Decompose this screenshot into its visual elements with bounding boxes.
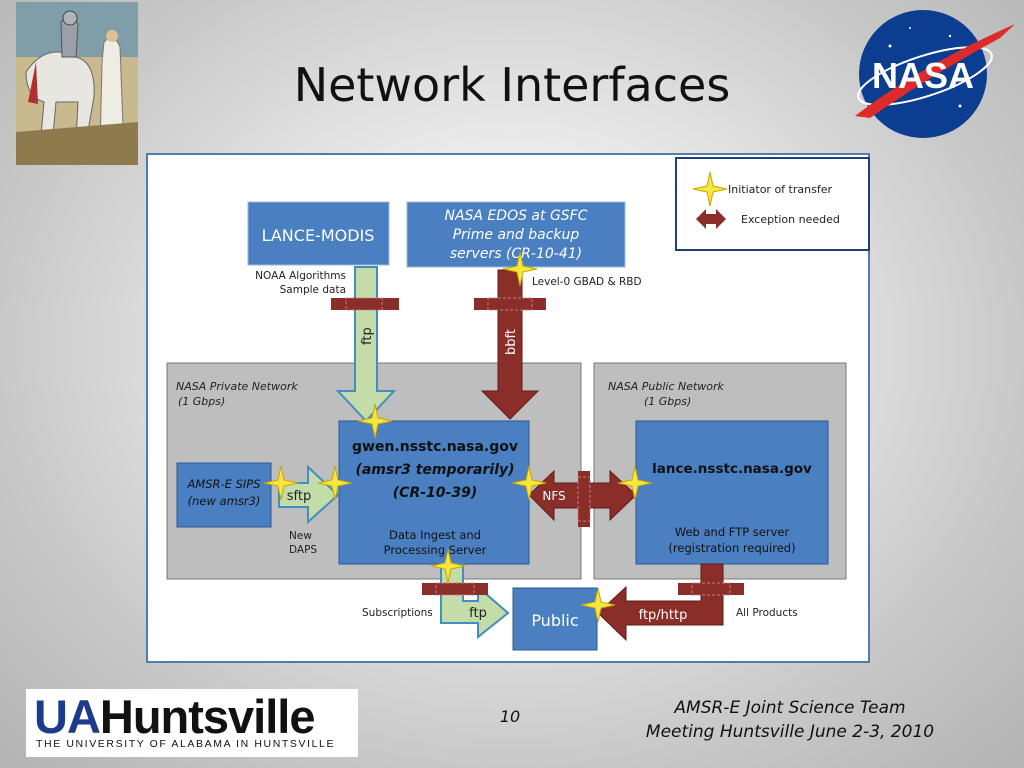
- private-network-label: NASA Private Network: [176, 380, 298, 393]
- new-daps-line1: New: [289, 530, 312, 542]
- lance-host-label: lance.nsstc.nasa.gov: [652, 461, 812, 477]
- nasa-logo-text: NASA: [872, 55, 974, 96]
- public-network-label: NASA Public Network: [608, 380, 725, 393]
- lance-desc1: Web and FTP server: [675, 525, 790, 539]
- legend-initiator-label: Initiator of transfer: [728, 183, 832, 196]
- ftp-public-label: ftp: [469, 606, 487, 621]
- gwen-cr-label: (CR-10-39): [393, 485, 477, 501]
- page-number: 10: [499, 707, 521, 726]
- subscriptions-exception-bar: [422, 583, 488, 595]
- uah-logo: UAHuntsville THE UNIVERSITY OF ALABAMA I…: [26, 689, 358, 757]
- edos-line1: NASA EDOS at GSFC: [444, 208, 587, 224]
- noaa-line2: Sample data: [280, 284, 346, 296]
- edos-line3: servers (CR-10-41): [450, 246, 582, 262]
- public-label: Public: [531, 611, 578, 630]
- private-network-speed: (1 Gbps): [178, 395, 225, 408]
- slide-title: Network Interfaces: [293, 58, 731, 112]
- uah-logo-wordmark: UAHuntsville: [34, 691, 315, 743]
- uah-logo-subtitle: THE UNIVERSITY OF ALABAMA IN HUNTSVILLE: [36, 738, 336, 750]
- network-diagram: Initiator of transfer Exception needed N…: [146, 153, 870, 663]
- uah-logo-ua: UA: [34, 690, 101, 743]
- ftp-down-arrow: [335, 266, 397, 423]
- knight-illustration: [16, 2, 138, 165]
- nasa-logo: NASA: [850, 6, 1020, 142]
- edos-box: [406, 201, 626, 268]
- sftp-arrow: [278, 464, 340, 525]
- lance-modis-box: [247, 201, 390, 266]
- gwen-desc2: Processing Server: [384, 543, 487, 557]
- bbft-label: bbft: [504, 329, 519, 355]
- footer-line2: Meeting Huntsville June 2-3, 2010: [645, 722, 935, 742]
- sftp-label: sftp: [287, 489, 311, 504]
- edos-exception-bar: [474, 298, 546, 310]
- public-box: [512, 587, 598, 651]
- edos-line2: Prime and backup: [453, 227, 580, 243]
- gwen-temp-label: (amsr3 temporarily): [355, 462, 514, 478]
- noaa-exception-bar: [331, 298, 399, 310]
- diagram-canvas: Initiator of transfer Exception needed N…: [166, 157, 870, 651]
- lance-modis-label: LANCE-MODIS: [262, 226, 375, 245]
- sips-box: [176, 462, 272, 528]
- gwen-desc1: Data Ingest and: [389, 528, 481, 542]
- lance-desc2: (registration required): [668, 541, 795, 555]
- bbft-down-arrow: [480, 269, 540, 420]
- new-daps-line2: DAPS: [289, 544, 317, 556]
- public-network-speed: (1 Gbps): [644, 395, 691, 408]
- level0-label: Level-0 GBAD & RBD: [532, 276, 642, 288]
- ftp-down-label: ftp: [360, 327, 375, 345]
- sips-line2: (new amsr3): [188, 494, 261, 508]
- legend-exception-label: Exception needed: [741, 213, 840, 226]
- all-products-exception-bar: [678, 583, 744, 595]
- footer-note: AMSR-E Joint Science Team Meeting Huntsv…: [600, 696, 980, 744]
- sips-line1: AMSR-E SIPS: [186, 477, 260, 491]
- uah-logo-huntsville: Huntsville: [99, 690, 316, 743]
- subscriptions-label: Subscriptions: [362, 607, 433, 619]
- nfs-exception-bar: [578, 471, 590, 527]
- ftp-http-label: ftp/http: [639, 608, 688, 623]
- footer-line1: AMSR-E Joint Science Team: [674, 698, 906, 718]
- noaa-line1: NOAA Algorithms: [255, 270, 346, 282]
- all-products-label: All Products: [736, 607, 798, 619]
- legend-exception-icon: [696, 209, 726, 229]
- legend-box: [675, 157, 870, 251]
- gwen-host-label: gwen.nsstc.nasa.gov: [352, 439, 518, 455]
- nfs-label: NFS: [542, 489, 565, 503]
